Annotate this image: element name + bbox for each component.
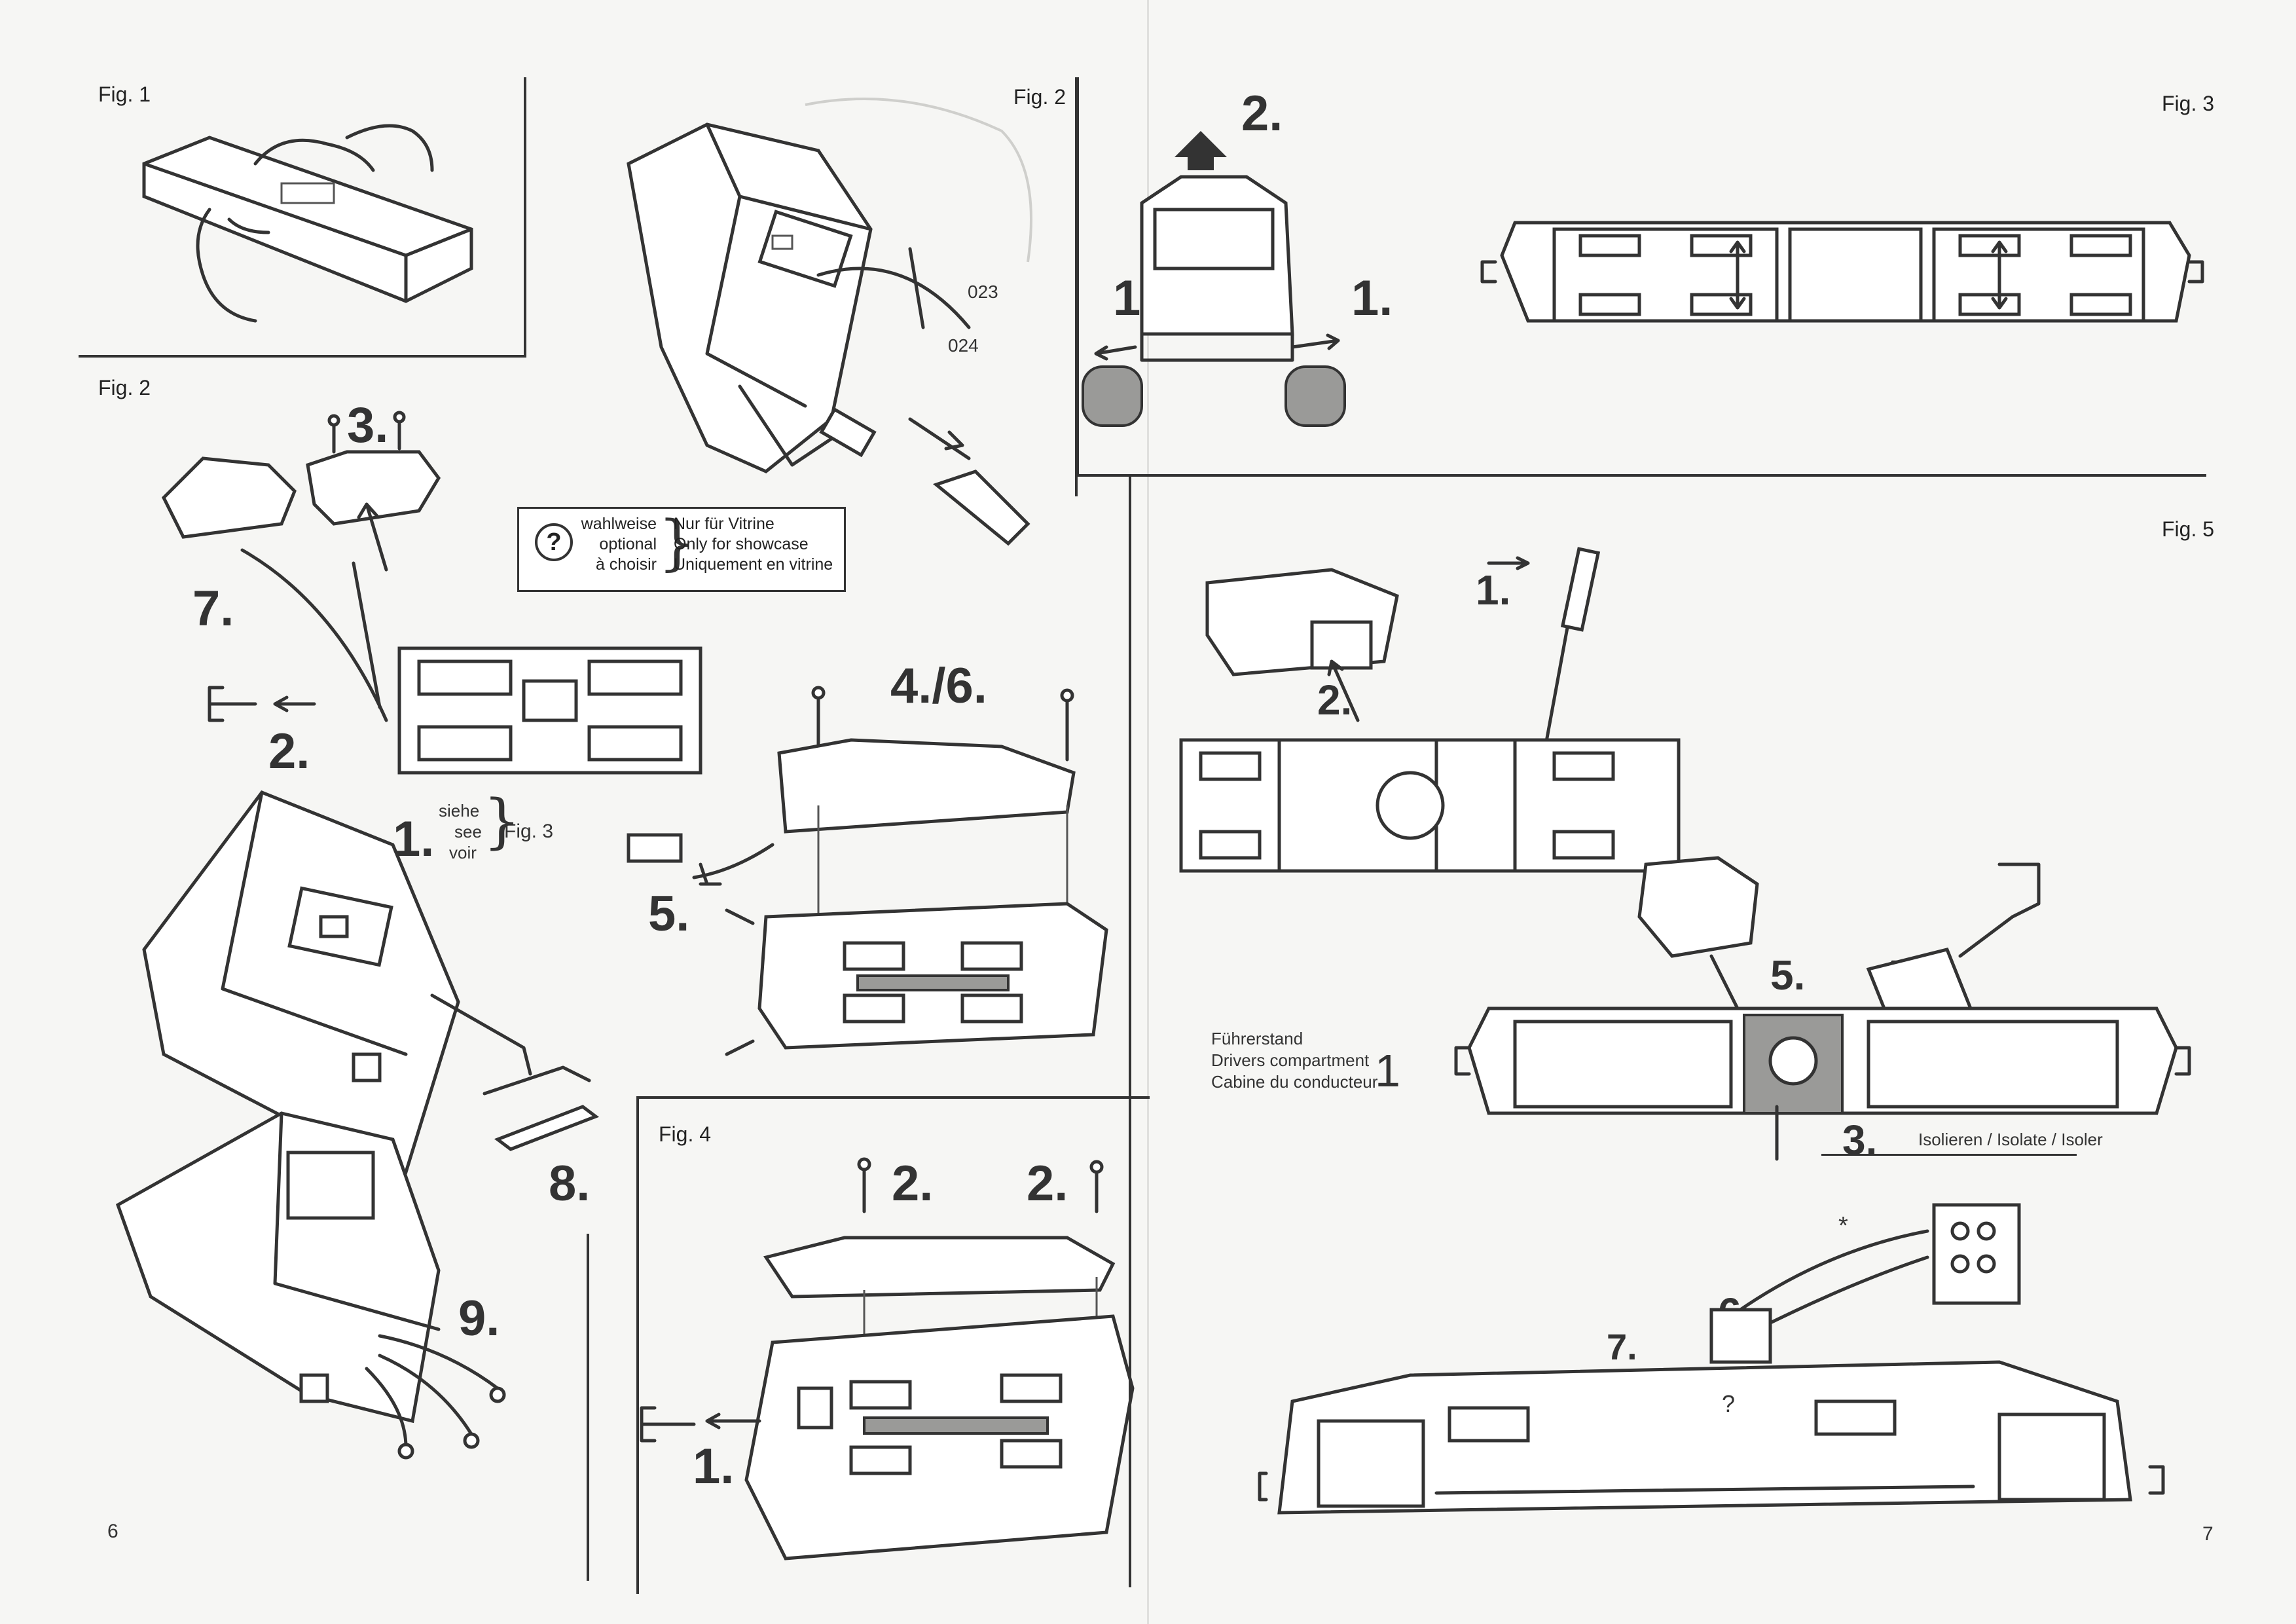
plug-question-mark: ?: [1722, 1390, 1736, 1417]
see-brace: }: [483, 787, 521, 856]
fig4-frame: [636, 1096, 1150, 1594]
fig4-step-1: 1.: [693, 1439, 735, 1494]
legend-right-text: Nur für Vitrine Only for showcase Unique…: [674, 514, 833, 575]
page-number-7: 7: [2202, 1523, 2214, 1545]
page-7: Fig. 3 2. 1. 1. 1. 1.: [1076, 0, 2296, 1624]
fig4-left-rule: [587, 1234, 592, 1581]
legend-only-for-showcase: Only for showcase: [674, 535, 809, 553]
step-3: 3.: [347, 397, 389, 453]
fig4-step-2a: 2.: [892, 1156, 934, 1211]
step-7: 7.: [192, 581, 234, 637]
optional-legend-box: ? wahlweise optional à choisir } Nur für…: [517, 507, 846, 592]
fig5-step-3: 3.: [1842, 1116, 1878, 1164]
see-voir: voir: [449, 843, 477, 862]
drivers-en: Drivers compartment: [1211, 1050, 1370, 1070]
fig2-loco-body-contacts-illustration: [142, 790, 600, 1175]
fig1-hand-lifting-shell-illustration: [142, 124, 473, 323]
fig5-step-2: 2.: [1317, 676, 1353, 724]
fig3-chassis-top-illustration: [1480, 221, 2204, 323]
fig2-loco-cab-wiring-illustration: [115, 1111, 506, 1460]
fig5-left-rule: [1129, 474, 1134, 1587]
fig2-housing-screws-illustration: [627, 686, 1108, 1056]
fig2-chassis-top-illustration: [161, 411, 702, 775]
fig4-step-2b: 2.: [1027, 1156, 1068, 1211]
fig4-chassis-disassembly-illustration: [640, 1157, 1135, 1560]
legend-optional: optional: [599, 535, 657, 553]
drivers-de: Führerstand: [1211, 1029, 1303, 1048]
see-fig3-ref: Fig. 3: [504, 821, 554, 842]
see-see: see: [454, 822, 482, 841]
page-6: Fig. 1 Fig. 2: [79, 77, 1150, 1594]
isolate-underline: [1821, 1154, 2077, 1157]
fig3-loco-front-illustration: [1082, 131, 1346, 427]
legend-a-choisir: à choisir: [595, 555, 657, 574]
drivers-compartment-number: 1: [1375, 1045, 1400, 1096]
fig5-step-5: 5.: [1770, 951, 1806, 999]
fig5-wiring-board-illustration: [1258, 1203, 2165, 1515]
legend-uniquement-en-vitrine: Uniquement en vitrine: [674, 555, 833, 574]
fig5-decoder-insertion-illustration: [1454, 856, 2191, 1161]
drivers-fr: Cabine du conducteur: [1211, 1072, 1378, 1092]
center-fold: [1147, 0, 1149, 1624]
legend-nur-fur-vitrine: Nur für Vitrine: [674, 515, 774, 533]
step-8: 8.: [549, 1156, 591, 1211]
step-2: 2.: [268, 724, 310, 779]
legend-brace: }: [658, 507, 697, 578]
fig1-label: Fig. 1: [98, 83, 151, 106]
wire-asterisk: *: [1838, 1212, 1848, 1240]
see-siehe: siehe: [439, 801, 480, 821]
step-4-6: 4./6.: [890, 658, 987, 714]
drivers-compartment-caption: Führerstand Drivers compartment Cabine d…: [1211, 1028, 1377, 1093]
callout-023: 023: [968, 282, 998, 302]
callout-024: 024: [948, 335, 979, 356]
fig3-step-2: 2.: [1241, 86, 1283, 141]
page-number-6: 6: [107, 1521, 118, 1542]
question-mark-icon: ?: [535, 523, 573, 561]
fig5-screwdriver-pry-illustration: [1179, 547, 1681, 873]
step-5: 5.: [648, 886, 690, 942]
fig3-step-1-right: 1.: [1351, 270, 1393, 326]
fig3-label: Fig. 3: [2162, 92, 2215, 115]
fig2-main-label: Fig. 2: [98, 376, 151, 399]
legend-wahlweise: wahlweise: [581, 515, 657, 533]
fig2-locomotive-front-illustration: [627, 98, 1032, 546]
fig2-top-label: Fig. 2: [1013, 85, 1066, 109]
fig5-label: Fig. 5: [2162, 517, 2215, 541]
fig3-frame: [1076, 77, 2206, 477]
isolate-caption: Isolieren / Isolate / Isoler: [1918, 1130, 2103, 1149]
legend-left-text: wahlweise optional à choisir: [578, 514, 657, 575]
fig1-frame: [79, 77, 526, 358]
fig5-step-7: 7.: [1607, 1326, 1637, 1367]
fig4-label: Fig. 4: [659, 1122, 712, 1146]
fig5-step-1: 1.: [1476, 566, 1511, 614]
step-9: 9.: [458, 1291, 500, 1346]
